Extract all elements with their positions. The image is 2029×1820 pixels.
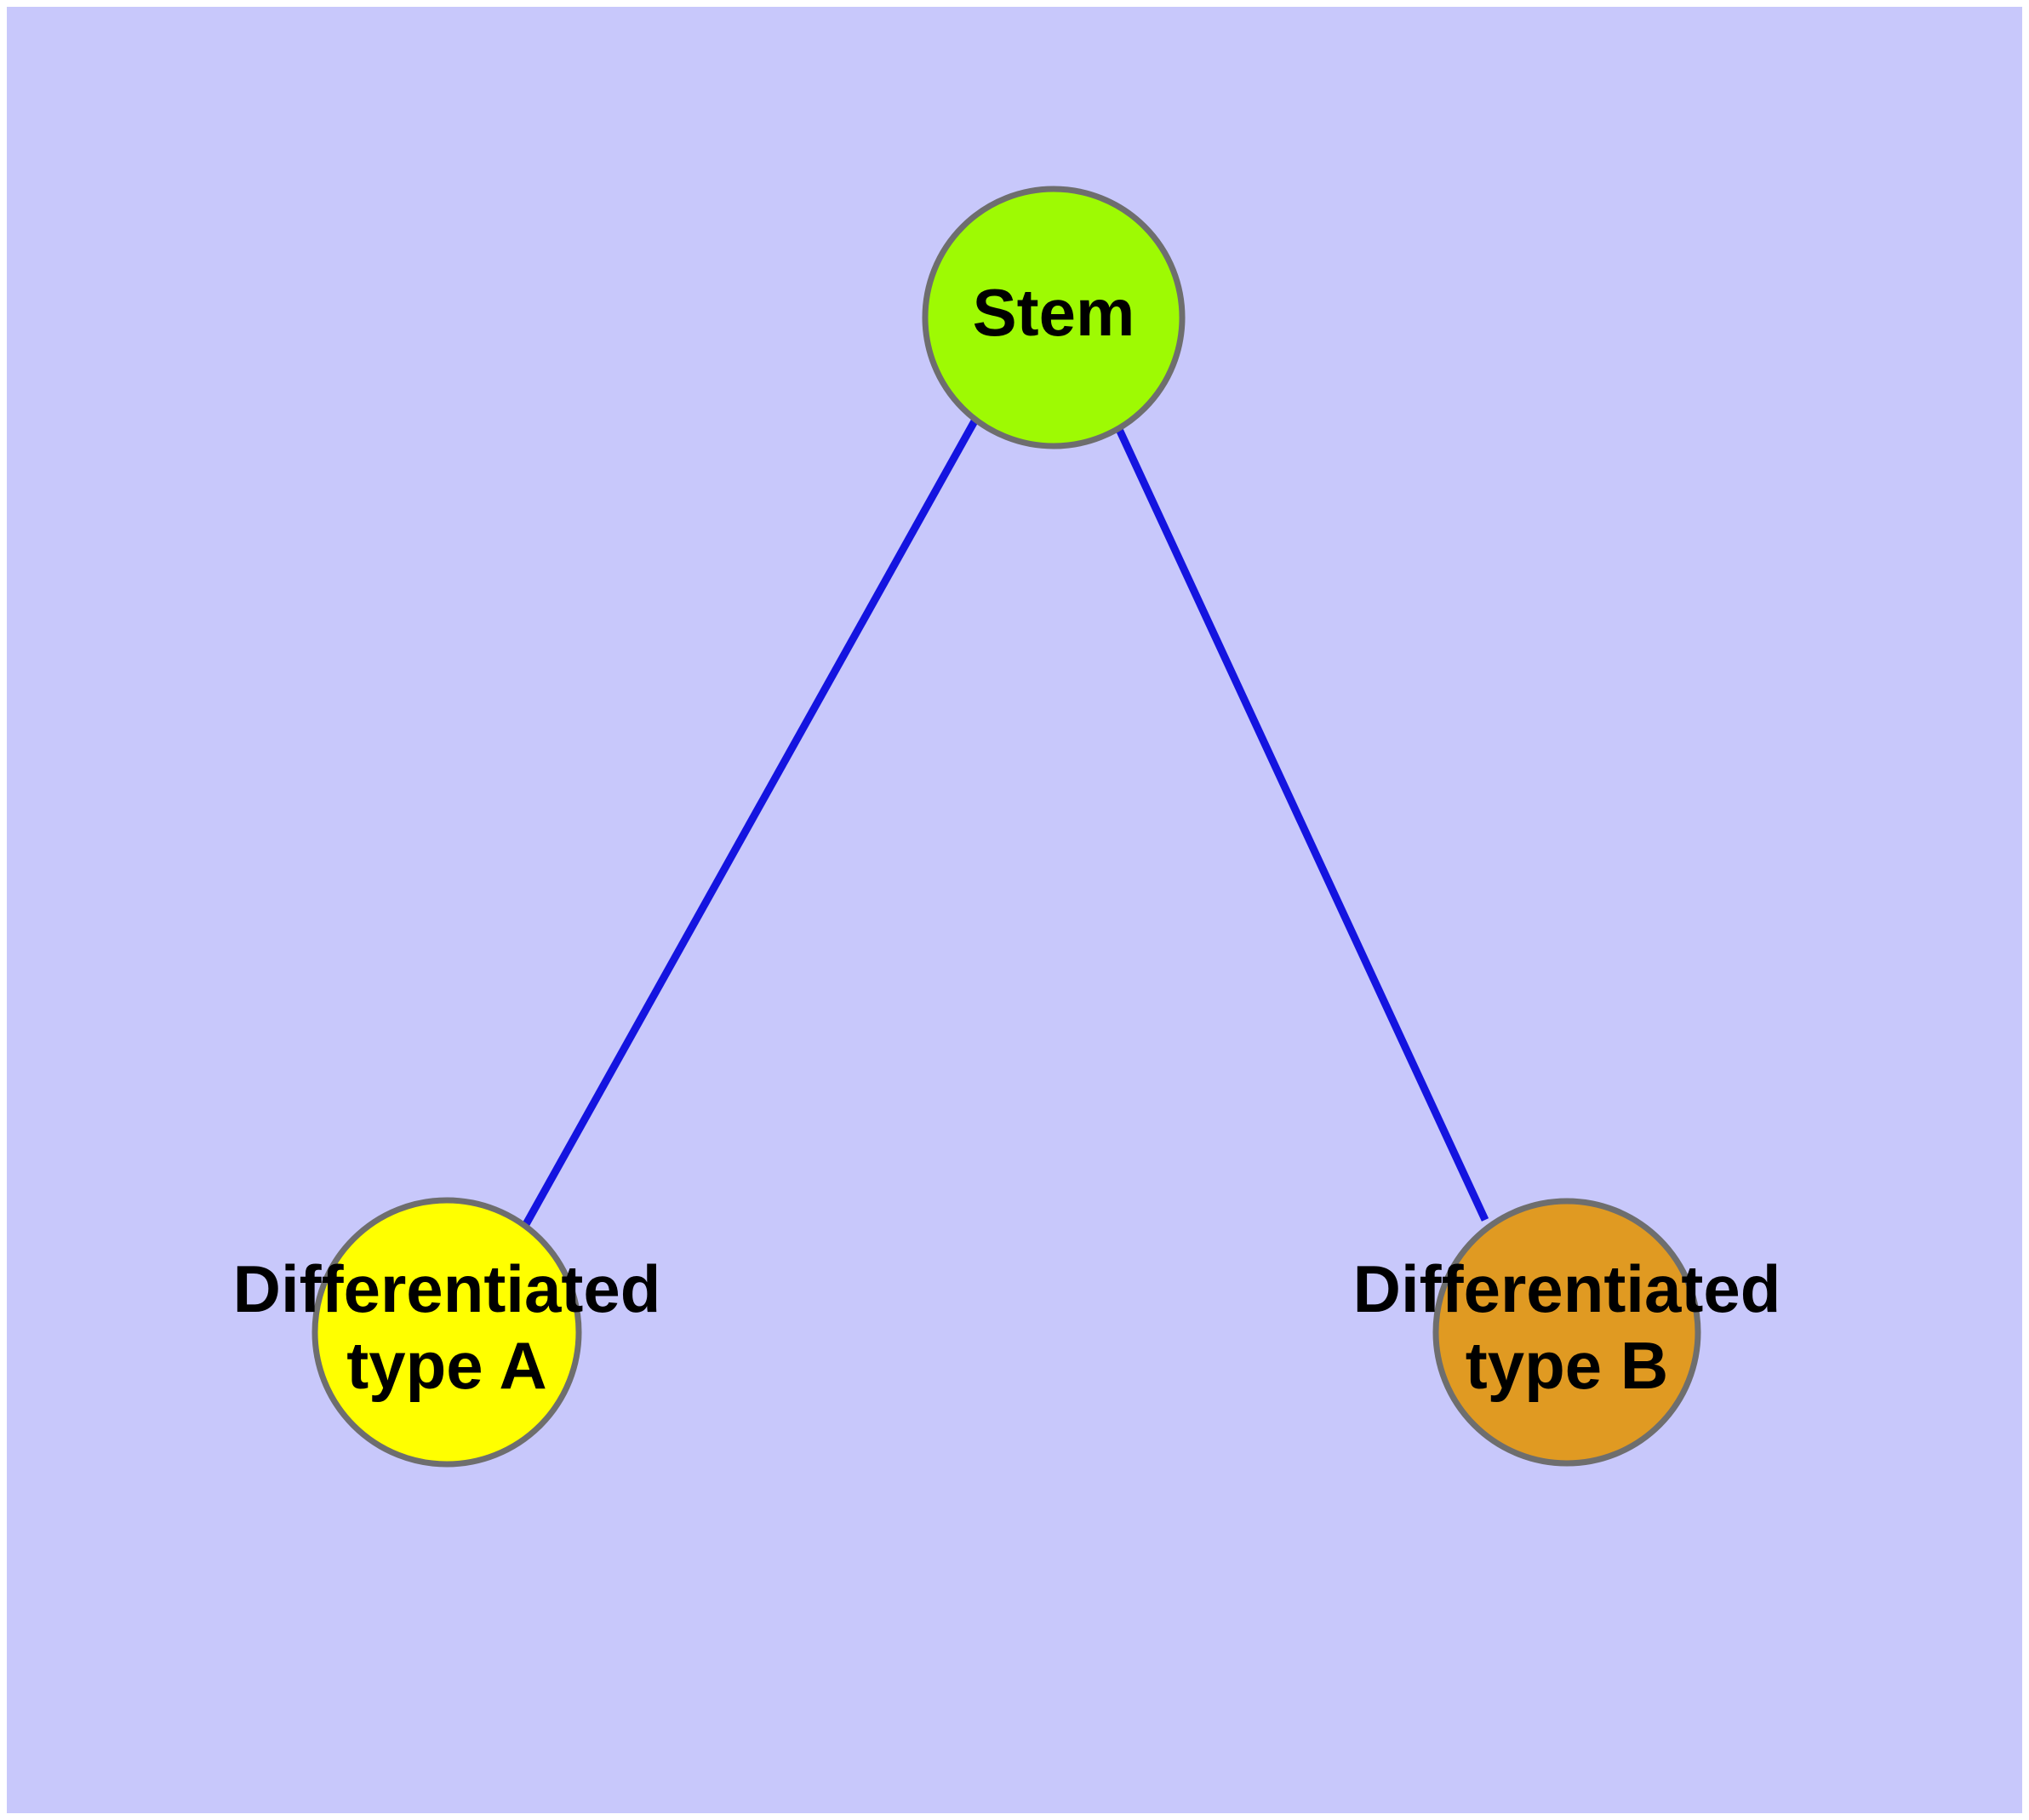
node-label-line: Differentiated — [1353, 1251, 1781, 1326]
node-diff_a[interactable] — [311, 1197, 582, 1468]
node-label-line: type A — [346, 1327, 547, 1402]
edge-stem-diff-b — [1113, 424, 1489, 1222]
edge-stem-diff-a — [522, 417, 979, 1228]
node-label-line: Differentiated — [233, 1251, 661, 1326]
node-stem[interactable] — [922, 186, 1186, 449]
nodes-group — [311, 186, 1701, 1468]
edges-group — [522, 417, 1489, 1228]
node-label-stem: Stem — [973, 275, 1135, 350]
node-label-line: Stem — [973, 275, 1135, 350]
node-diff_b[interactable] — [1432, 1198, 1701, 1467]
node-label-line: type B — [1466, 1327, 1668, 1402]
